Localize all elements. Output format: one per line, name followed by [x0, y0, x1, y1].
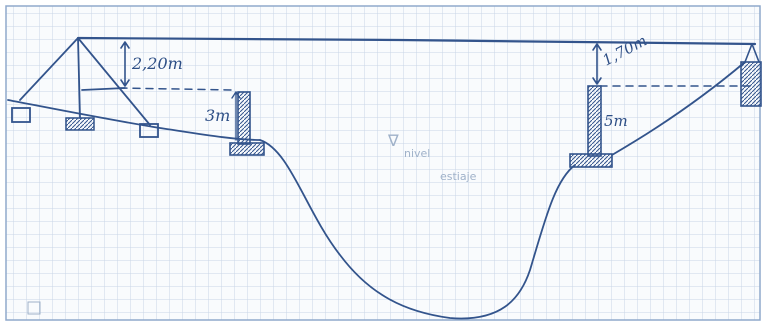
grid-lines [6, 6, 760, 320]
right-anchor-stack [740, 61, 762, 107]
mid-anchor-block [139, 123, 159, 138]
left-tower-footing [65, 117, 95, 131]
terrain-right-bank [611, 61, 746, 156]
label-column-left: 3m [205, 106, 230, 125]
main-cable [76, 36, 757, 46]
dimension-arrow-right [592, 43, 602, 85]
left-frame [19, 37, 151, 126]
terrain-left-bank [7, 99, 261, 141]
water-level-symbol: ∇ [387, 131, 399, 150]
dimension-arrow-left [120, 41, 130, 87]
label-column-right: 5m [604, 112, 628, 130]
water-level-label-1: nivel [404, 147, 430, 160]
label-height-left: 2,20m [131, 54, 183, 73]
paper-border [5, 5, 761, 321]
right-tower-mast [744, 43, 760, 63]
left-anchor-block [11, 107, 31, 123]
water-level-label-2: estiaje [440, 170, 477, 183]
terrain-valley [259, 139, 576, 320]
right-column [569, 85, 613, 168]
corner-box [27, 301, 41, 315]
dashed-line-left [119, 87, 233, 91]
left-column [229, 91, 265, 156]
